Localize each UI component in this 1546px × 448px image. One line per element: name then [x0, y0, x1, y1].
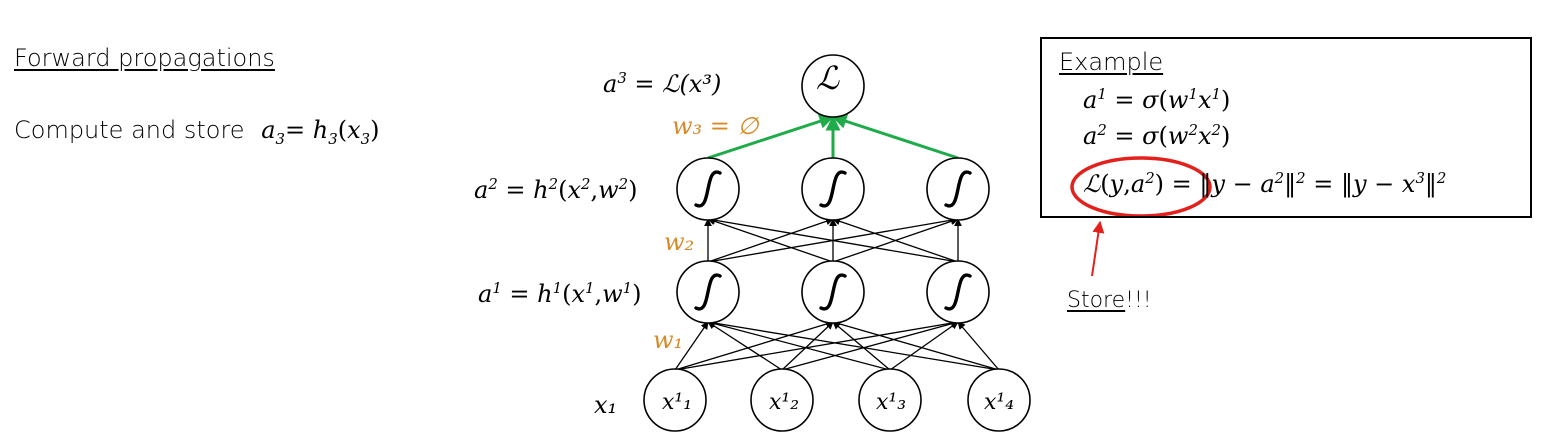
edge-hidden1-hidden2: [707, 217, 834, 263]
input-node-label: x¹₂: [769, 390, 800, 415]
example-title: Example: [1059, 48, 1164, 76]
edge-hidden2-loss: [707, 114, 835, 160]
input-node: [967, 368, 1031, 432]
store-arrow: [1091, 220, 1105, 277]
edge-input-hidden1: [832, 321, 891, 371]
input-node: [858, 368, 922, 432]
store-label: Store: [1067, 288, 1126, 313]
edge-input-hidden1: [832, 320, 1000, 371]
label-a2: a2 = h2(x2,w2): [474, 175, 638, 204]
network-edges: [674, 114, 1000, 371]
label-w1: w₁: [653, 326, 684, 354]
edge-hidden1-hidden2: [707, 216, 959, 263]
example-eq-a2: a2 = σ(w2x2): [1083, 121, 1231, 150]
sigmoid-icon: [944, 273, 972, 311]
edge-input-hidden1: [707, 320, 891, 371]
example-eq-loss: ℒ(y,a2) = ‖y − a2‖2 = ‖y − x3‖2: [1083, 169, 1447, 198]
loss-node-symbol: ℒ: [816, 59, 840, 97]
input-node-label: x¹₁: [662, 390, 693, 415]
input-node-label: x¹₄: [984, 390, 1015, 415]
example-eq-a1: a1 = σ(w1x1): [1083, 85, 1231, 114]
label-x1: x₁: [594, 391, 618, 419]
label-w3: w₃ = ∅: [672, 112, 759, 140]
sigmoid-icon: [694, 273, 722, 311]
edge-input-hidden1: [957, 321, 1000, 371]
compute-line: Compute and store a3= h3(x3): [14, 116, 380, 148]
label-a3: a3 = ℒ(x³): [603, 69, 722, 98]
section-heading: Forward propagations: [14, 44, 275, 72]
edge-input-hidden1: [781, 320, 959, 371]
edge-input-hidden1: [674, 321, 709, 371]
edge-input-hidden1: [674, 320, 834, 371]
sigmoid-icon: [694, 170, 722, 208]
sigmoid-icon: [819, 273, 847, 311]
compute-text: Compute and store: [14, 116, 245, 144]
loss-node: [801, 54, 865, 118]
store-annotation: Store!!!: [1067, 288, 1152, 313]
edge-input-hidden1: [674, 319, 959, 371]
label-a1: a1 = h1(x1,w1): [478, 279, 642, 308]
network-nodes: [643, 54, 1031, 432]
sigmoid-icon: [819, 170, 847, 208]
edge-input-hidden1: [889, 321, 959, 371]
edge-hidden2-loss: [831, 114, 959, 160]
store-suffix: !!!: [1125, 288, 1152, 313]
input-node-label: x¹₃: [876, 390, 907, 415]
label-a3-loss: ℒ(x³): [662, 70, 722, 98]
input-node: [750, 368, 814, 432]
edge-input-hidden1: [707, 319, 1000, 371]
edge-input-hidden1: [707, 321, 783, 371]
compute-equation: a3= h3(x3): [261, 116, 380, 148]
label-w2: w₂: [664, 228, 695, 256]
edge-input-hidden1: [781, 321, 834, 371]
input-node: [643, 368, 707, 432]
sigmoid-icon: [944, 170, 972, 208]
edge-hidden1-hidden2: [832, 217, 959, 263]
example-box: [1040, 37, 1532, 218]
